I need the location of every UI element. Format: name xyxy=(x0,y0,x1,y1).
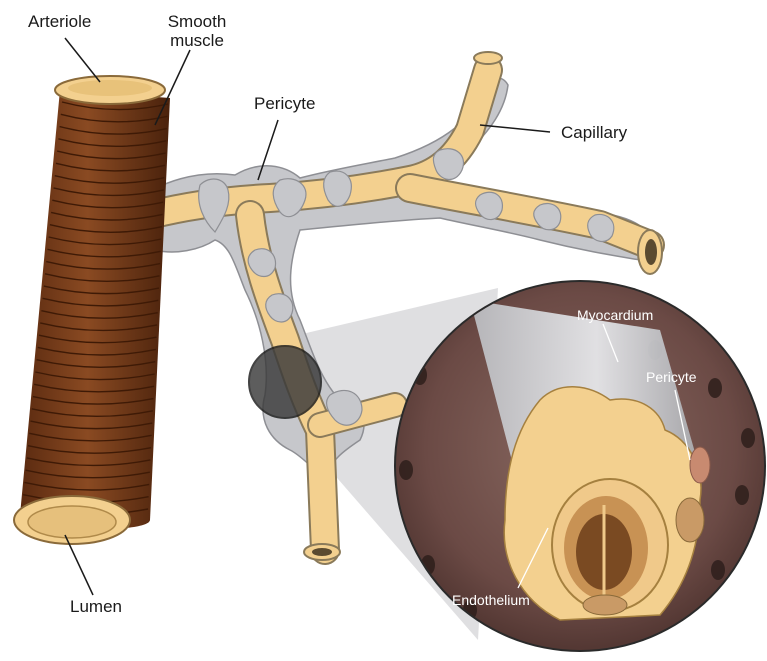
inset-magnified-view xyxy=(394,280,766,652)
label-endothelium: Endothelium xyxy=(452,592,530,608)
label-smooth-muscle-line1: Smooth xyxy=(162,12,232,31)
label-smooth-muscle: Smooth muscle xyxy=(162,12,232,50)
arteriole xyxy=(14,76,170,544)
label-pericyte-inset: Pericyte xyxy=(646,369,697,385)
label-lumen: Lumen xyxy=(70,597,122,616)
label-capillary: Capillary xyxy=(561,123,627,142)
label-pericyte: Pericyte xyxy=(254,94,315,113)
label-smooth-muscle-line2: muscle xyxy=(162,31,232,50)
label-arteriole: Arteriole xyxy=(28,12,91,31)
magnifier-lens xyxy=(249,346,321,418)
label-myocardium: Myocardium xyxy=(577,307,653,323)
